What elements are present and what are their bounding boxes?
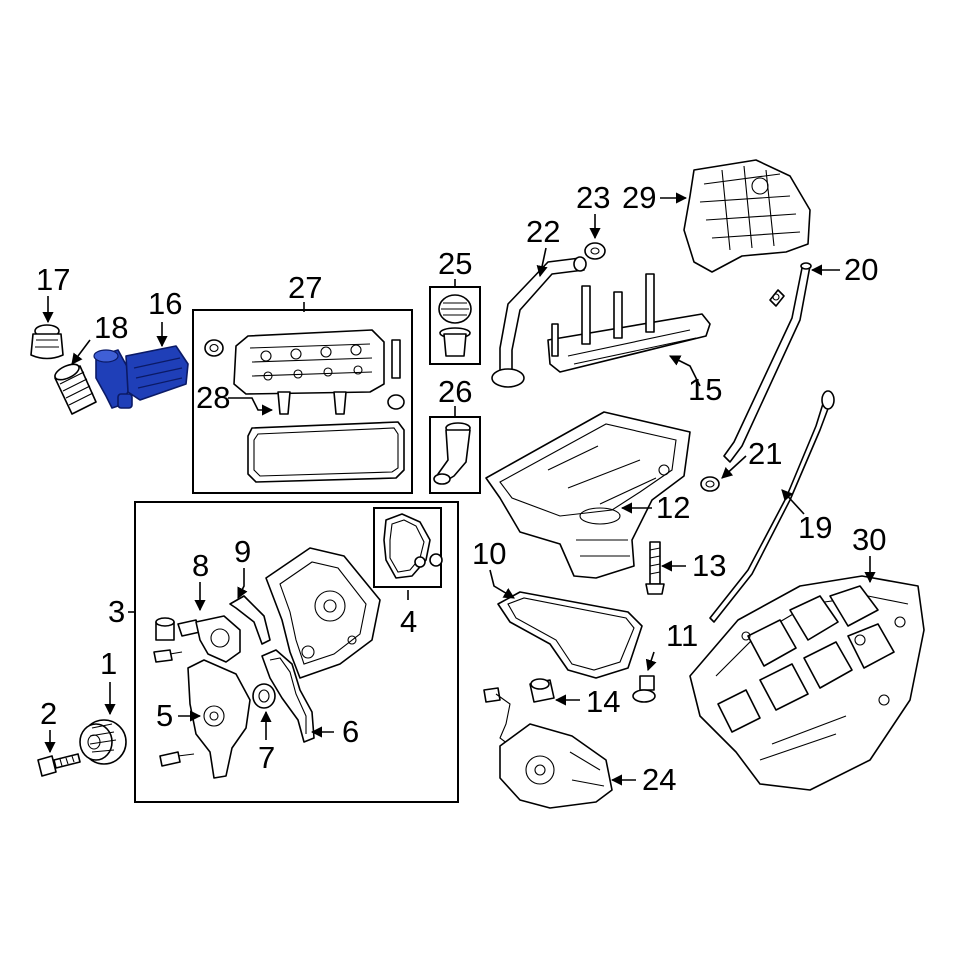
part-22-oil-pickup-tube[interactable] bbox=[491, 256, 587, 388]
part-21-dipstick-seal[interactable] bbox=[700, 476, 720, 492]
gasket-kit-box bbox=[373, 507, 442, 588]
callout-19: 19 bbox=[798, 510, 832, 545]
part-26-oil-fill-tube[interactable] bbox=[433, 422, 471, 485]
callout-6: 6 bbox=[342, 714, 359, 749]
callout-14: 14 bbox=[586, 684, 620, 719]
callout-1: 1 bbox=[100, 646, 117, 681]
part-29-upper-intake-plenum[interactable] bbox=[683, 159, 811, 273]
part-18-oil-filter-element[interactable] bbox=[53, 361, 97, 415]
callout-7: 7 bbox=[258, 740, 275, 775]
part-27-valve-cover[interactable] bbox=[204, 329, 405, 415]
callout-4: 4 bbox=[400, 604, 417, 639]
part-16-oil-filter-housing[interactable] bbox=[93, 345, 189, 409]
part-30-intake-manifold[interactable] bbox=[689, 575, 925, 791]
part-4-gasket-kit[interactable] bbox=[383, 513, 443, 579]
callout-2: 2 bbox=[40, 696, 57, 731]
callout-23: 23 bbox=[576, 180, 610, 215]
callout-10: 10 bbox=[472, 536, 506, 571]
part-20-dipstick-tube[interactable] bbox=[723, 262, 812, 463]
part-5-water-pump[interactable] bbox=[159, 659, 251, 779]
part-25-oil-filler-cap[interactable] bbox=[438, 294, 472, 357]
callout-13: 13 bbox=[692, 548, 726, 583]
part-2-crank-bolt[interactable] bbox=[37, 753, 81, 777]
part-9-chain-guide[interactable] bbox=[229, 595, 271, 645]
callout-29: 29 bbox=[622, 180, 656, 215]
callout-26: 26 bbox=[438, 374, 472, 409]
callout-21: 21 bbox=[748, 436, 782, 471]
part-13-oil-pan-bolt[interactable] bbox=[645, 541, 665, 595]
callout-17: 17 bbox=[36, 262, 70, 297]
valve-cover-group-box bbox=[192, 309, 413, 494]
part-19-oil-dipstick[interactable] bbox=[709, 390, 835, 623]
part-15-windage-tray[interactable] bbox=[547, 273, 711, 373]
part-10-oil-pan-lower[interactable] bbox=[497, 591, 643, 679]
callout-3: 3 bbox=[108, 594, 125, 629]
callout-8: 8 bbox=[192, 548, 209, 583]
callout-12: 12 bbox=[656, 490, 690, 525]
part-1-crank-pulley[interactable] bbox=[79, 719, 127, 765]
part-7-crank-seal[interactable] bbox=[252, 683, 276, 709]
callout-20: 20 bbox=[844, 252, 878, 287]
callout-28: 28 bbox=[196, 380, 230, 415]
callout-11: 11 bbox=[666, 618, 698, 653]
callout-27: 27 bbox=[288, 270, 322, 305]
callout-25: 25 bbox=[438, 246, 472, 281]
callout-24: 24 bbox=[642, 762, 676, 797]
leader-lines bbox=[42, 192, 876, 786]
part-17-oil-filter-cap[interactable] bbox=[30, 324, 64, 360]
callout-22: 22 bbox=[526, 214, 560, 249]
callout-9: 9 bbox=[234, 534, 251, 569]
callout-labels: 17 18 16 27 28 25 26 22 23 29 20 15 21 1… bbox=[36, 180, 886, 797]
timing-cover-group-box bbox=[134, 501, 459, 803]
callout-5: 5 bbox=[156, 698, 173, 733]
callout-18: 18 bbox=[94, 310, 128, 345]
part-6-cover-gasket[interactable] bbox=[261, 649, 315, 743]
part-28-valve-cover-gasket[interactable] bbox=[247, 421, 405, 483]
part-12-oil-pan-upper[interactable] bbox=[485, 411, 691, 579]
timing-cover[interactable] bbox=[265, 547, 381, 679]
part-8-tensioner[interactable] bbox=[153, 615, 241, 663]
callout-15: 15 bbox=[688, 372, 722, 407]
part-14-plug[interactable] bbox=[529, 678, 555, 703]
part-23-o-ring[interactable] bbox=[584, 242, 606, 260]
part-11-drain-plug[interactable] bbox=[632, 675, 656, 703]
callout-16: 16 bbox=[148, 286, 182, 321]
part-24-oil-pump[interactable] bbox=[483, 687, 613, 809]
callout-30: 30 bbox=[852, 522, 886, 557]
